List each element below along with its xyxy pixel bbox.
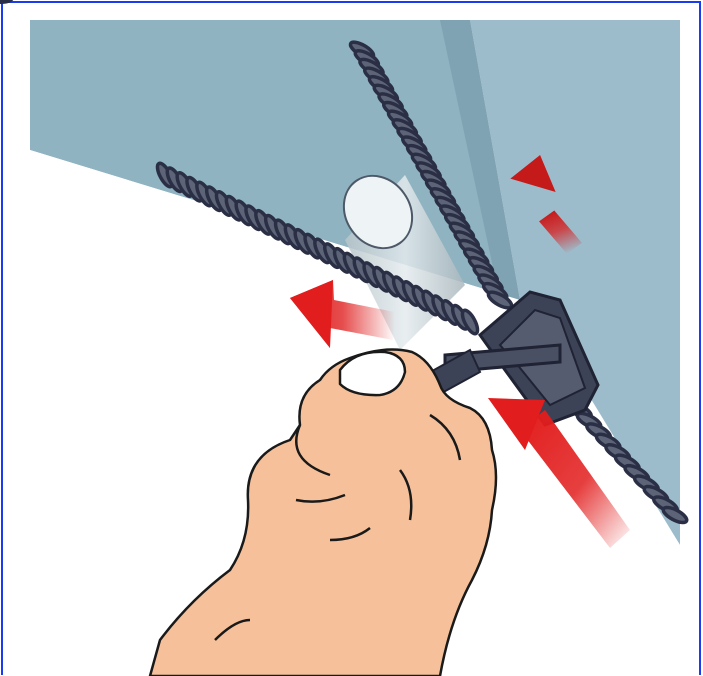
zipper-tooth <box>661 504 689 525</box>
zipper-teeth-upper <box>0 0 12 2</box>
